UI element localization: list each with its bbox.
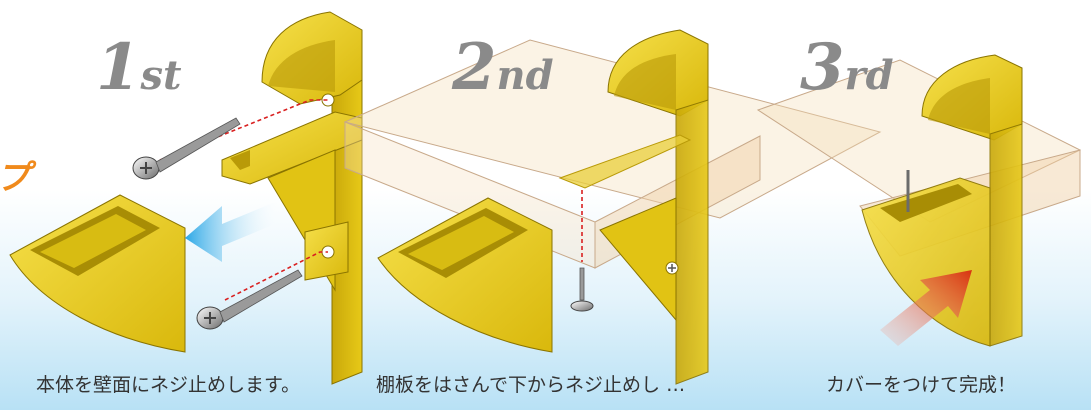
step2-number: 2 [452, 30, 497, 105]
step2-screw [570, 267, 594, 312]
step1-screw-upper [132, 117, 241, 180]
step3-group [756, 54, 1082, 347]
step1-blue-arrow [185, 200, 280, 262]
step1-screw-lower [196, 269, 303, 330]
step2-group [343, 29, 882, 385]
step1-suffix: st [140, 52, 182, 99]
step1-arm [221, 111, 363, 185]
step1-wall-plate [331, 47, 363, 385]
step3-wall-plate [989, 123, 1023, 347]
step3-caption: カバーをつけて完成！ [826, 374, 1017, 396]
step2-arm [558, 134, 692, 189]
partial-text-fragment: プ [0, 150, 30, 199]
step2-brace [599, 197, 677, 322]
step2-caption: 棚板をはさんで下からネジ止めし … [376, 374, 686, 396]
step1-label: 1st [96, 30, 182, 105]
step1-number: 1 [96, 30, 141, 105]
step3-number: 3 [800, 30, 845, 105]
step3-red-arrow [880, 270, 972, 346]
step1-group [9, 11, 363, 385]
step3-suffix: rd [844, 52, 894, 99]
step3-label: 3rd [800, 30, 894, 105]
step2-label: 2nd [452, 30, 554, 105]
step2-shelf-top [343, 39, 882, 219]
step2-suffix: nd [496, 52, 554, 99]
step1-caption: 本体を壁面にネジ止めします。 [36, 374, 301, 396]
